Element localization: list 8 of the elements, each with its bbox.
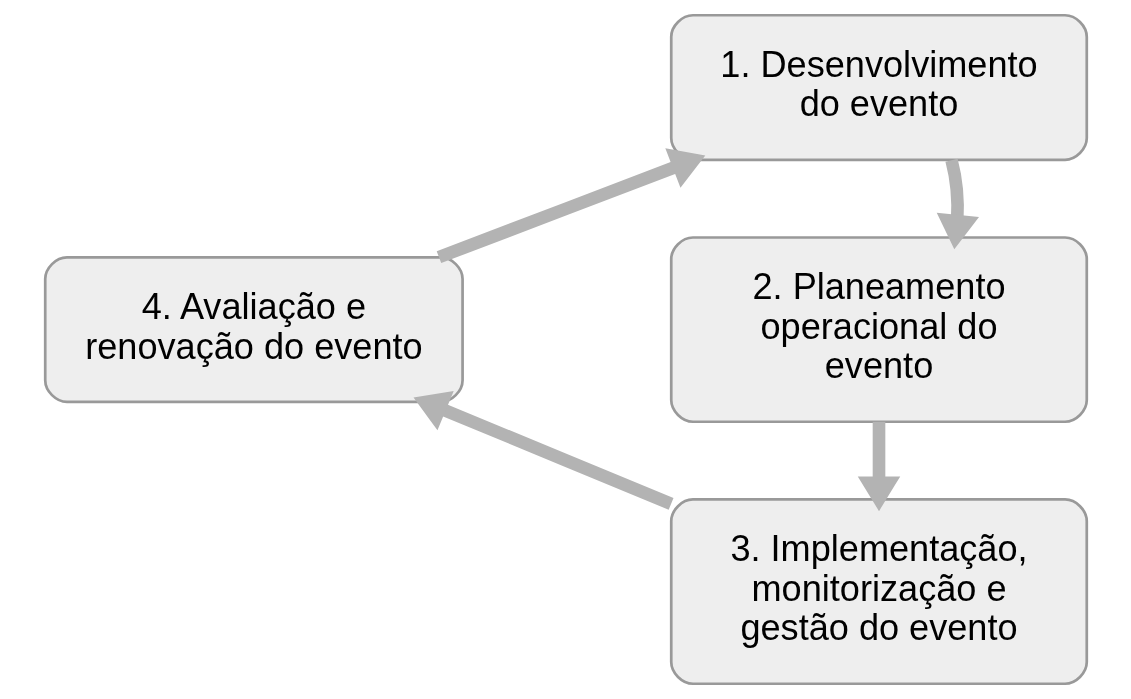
arrow xyxy=(436,148,705,264)
node-box: 3. Implementação, monitorização e gestão do evento xyxy=(669,498,1088,686)
node-box: 2. Planeamento operacional do evento xyxy=(669,236,1088,424)
arrow xyxy=(413,391,673,510)
node-box: 1. Desenvolvimento do evento xyxy=(669,13,1088,162)
arrow xyxy=(936,158,979,250)
node-box: 4. Avaliação e renovação do evento xyxy=(43,256,464,404)
arrow xyxy=(857,421,900,512)
